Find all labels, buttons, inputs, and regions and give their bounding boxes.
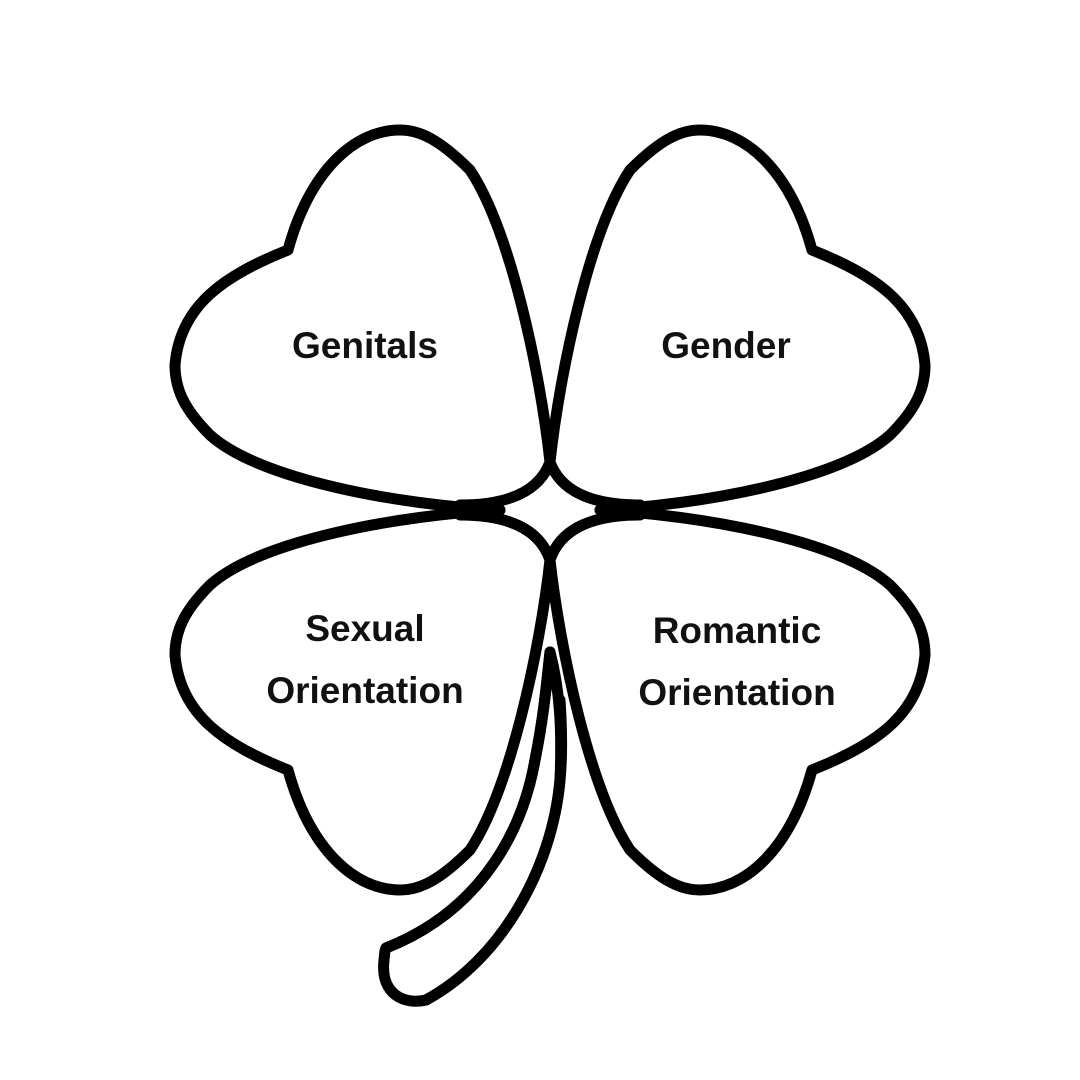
label-sexual-orientation-line2: Orientation [266, 670, 463, 711]
label-sexual-orientation-line1: Sexual [305, 608, 424, 649]
leaf-bottom-right [544, 504, 931, 896]
label-gender: Gender [661, 325, 791, 366]
label-romantic-orientation-line1: Romantic [653, 610, 822, 651]
clover-stem-front-right [420, 694, 567, 1006]
label-romantic-orientation-line2: Orientation [638, 672, 835, 713]
label-genitals: Genitals [292, 325, 438, 366]
leaf-top-right [544, 124, 931, 516]
leaf-top-left [169, 124, 556, 516]
leaf-bottom-left [169, 504, 556, 896]
clover-stem-front [380, 646, 556, 954]
